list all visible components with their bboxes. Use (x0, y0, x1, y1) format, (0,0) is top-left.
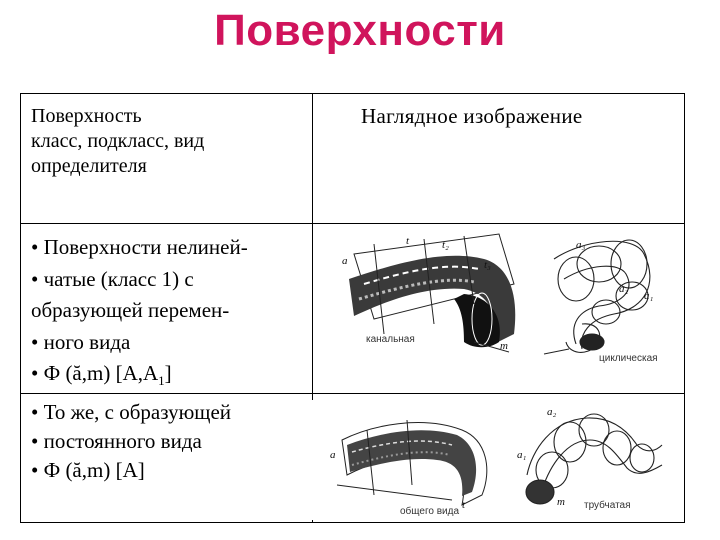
header-right-cell: Наглядное изображение (361, 104, 583, 128)
header-left-line-1: Поверхность (31, 105, 142, 127)
label-a1-tubular: a₁ (517, 449, 527, 461)
label-t: t (406, 235, 410, 247)
channel-cyclic-surface-drawing: a t t₂ t₃ m канальная a₃ a₁ (342, 233, 658, 364)
canal-surface-figure: a t t₂ t₃ m канальная (342, 233, 516, 353)
caption-general: общего вида (400, 505, 459, 517)
label-t2: t₂ (442, 239, 449, 251)
tubular-surface-figure: a₂ a₁ m трубчатая (517, 406, 663, 511)
row2-line-1: • То же, с образующей (31, 400, 232, 424)
row1-formula-main: • Ф (ă,m) [A,A (31, 361, 159, 385)
label-m-tubular: m (557, 496, 565, 508)
caption-canal: канальная (366, 334, 415, 345)
row2-line-3: • Ф (ă,m) [A] (31, 458, 145, 482)
row2-description: • То же, с образующей • постоянного вида… (31, 398, 311, 485)
row1-line-3: образующей перемен- (31, 298, 230, 322)
label-a2-tubular: a₂ (547, 406, 557, 418)
label-a3: a₃ (576, 239, 586, 251)
caption-tubular: трубчатая (584, 499, 631, 511)
row1-line-4: • ного вида (31, 329, 131, 354)
caption-cyclic: циклическая (599, 353, 658, 364)
row2-illustration: a t общего вида a₂ a₁ m трубчатая (312, 400, 664, 520)
surfaces-table: Поверхность класс, подкласс, вид определ… (20, 93, 685, 523)
row1-line-1: • Поверхности нелиней- (31, 235, 248, 259)
label-a: a (342, 255, 348, 267)
general-surface-figure: a t общего вида (330, 419, 488, 517)
row-divider-1 (21, 223, 684, 224)
label-a2: a₂ (619, 283, 629, 295)
label-t-general: t (462, 499, 466, 511)
header-left-cell: Поверхность класс, подкласс, вид определ… (31, 104, 301, 179)
row1-formula: • Ф (ă,m) [A,A1] (31, 358, 311, 397)
row2-line-2: • постоянного вида (31, 429, 202, 453)
page-title: Поверхности (214, 6, 506, 55)
header-left-line-3: определителя (31, 155, 147, 177)
general-tubular-surface-drawing: a t общего вида a₂ a₁ m трубчатая (330, 406, 663, 517)
row1-line-2: • чатые (класс 1) с (31, 266, 194, 291)
header-left-line-2: класс, подкласс, вид (31, 130, 205, 152)
row1-illustration: a t t₂ t₃ m канальная a₃ a₁ (314, 224, 682, 368)
label-t3: t₃ (484, 259, 491, 271)
cyclic-surface-figure: a₃ a₁ a₂ циклическая (543, 239, 658, 364)
label-a1: a₁ (644, 290, 654, 302)
row-divider-2 (21, 393, 684, 394)
row1-formula-subscript: 1 (158, 373, 165, 388)
label-a-general: a (330, 449, 336, 461)
column-divider (312, 94, 313, 522)
row1-formula-end: ] (164, 361, 172, 385)
row1-description: • Поверхности нелиней- • чатые (класс 1)… (31, 232, 311, 397)
label-m: m (500, 340, 508, 352)
